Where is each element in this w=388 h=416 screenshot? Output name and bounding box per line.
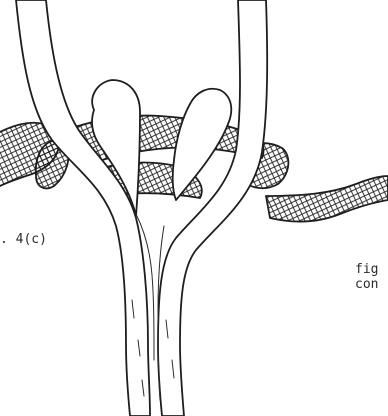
right-rope-strand bbox=[158, 0, 267, 416]
figure-caption-left: . 4(c) bbox=[0, 232, 47, 247]
figure-caption-right: fig con bbox=[355, 262, 378, 292]
figure-caption-right-line-2: con bbox=[355, 277, 378, 292]
left-rope-strand bbox=[16, 0, 150, 416]
thin-cord-right-tail bbox=[266, 176, 388, 221]
figure-caption-right-line-1: fig bbox=[355, 262, 378, 277]
